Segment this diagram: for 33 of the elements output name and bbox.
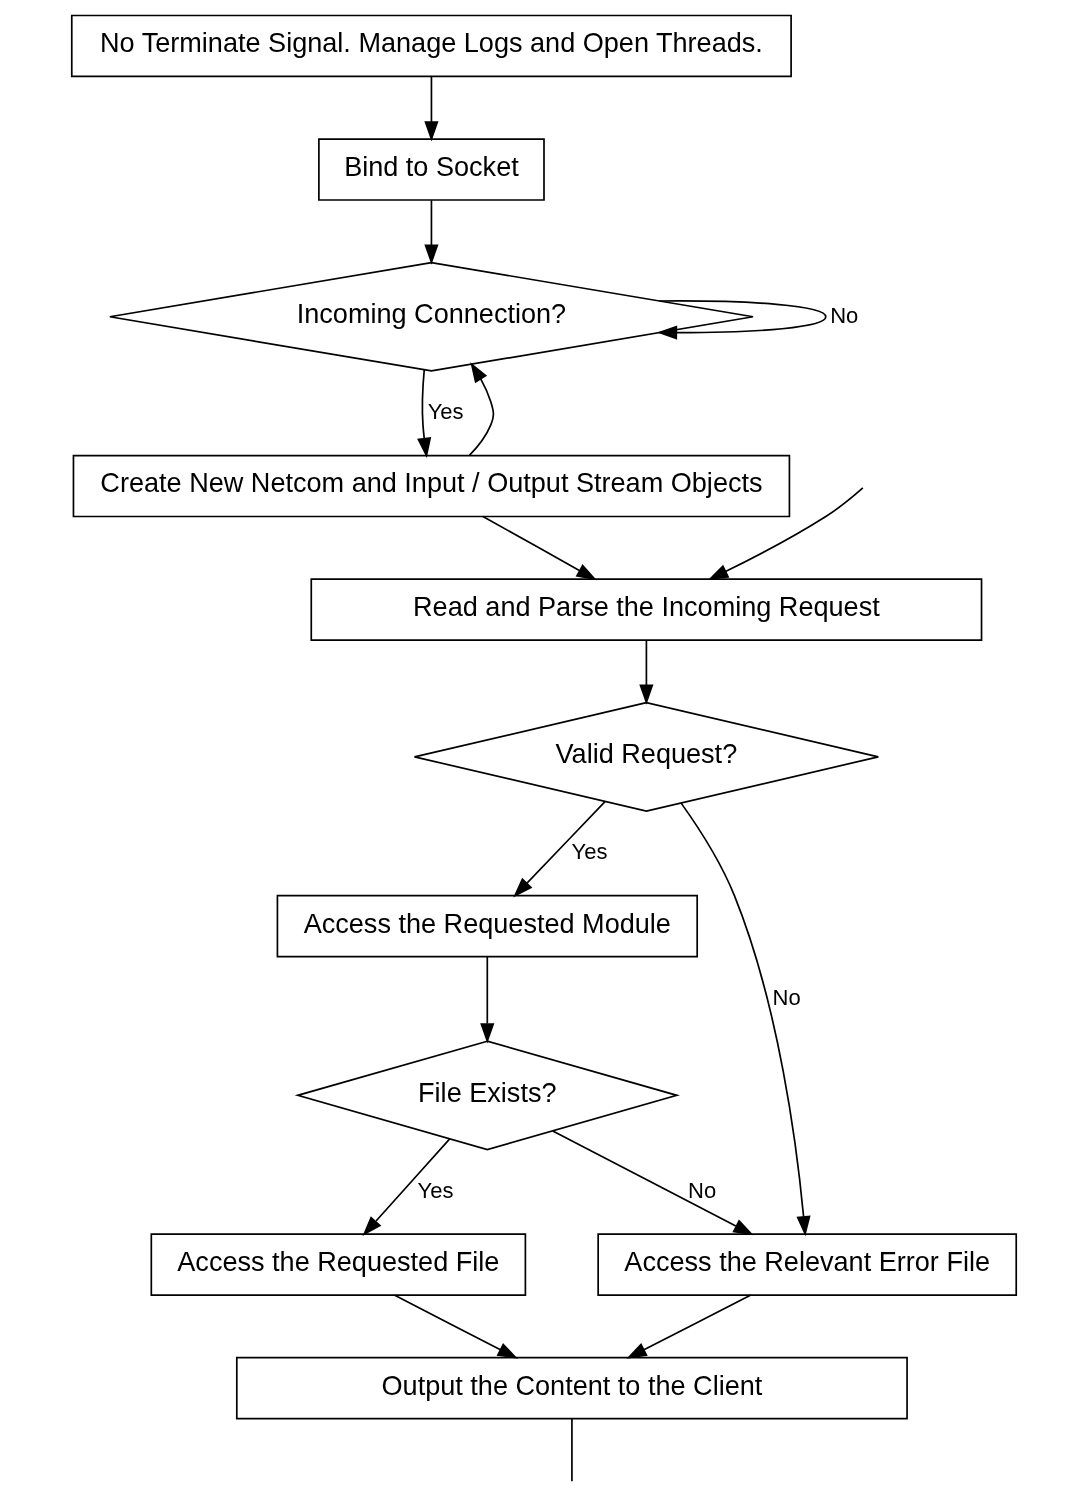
arrow (707, 487, 864, 581)
arrow (423, 75, 439, 142)
arrow (481, 515, 597, 581)
node-box: Bind to Socket (317, 138, 545, 201)
node-box: Access the Requested Module (276, 894, 698, 958)
node-diamond: Incoming Connection? (108, 261, 754, 372)
edge-label: No (772, 984, 801, 1010)
arrow (479, 955, 494, 1044)
arrow (468, 362, 494, 457)
arrow (625, 1294, 752, 1359)
node-box: No Terminate Signal. Manage Logs and Open Threads. (70, 14, 792, 78)
node-box: Access the Requested File (149, 1233, 526, 1296)
arrow (679, 802, 811, 1237)
arrow (638, 639, 654, 705)
arrow (512, 800, 606, 898)
arrow (362, 1138, 451, 1237)
edge-label: No (829, 302, 858, 328)
node-diamond: Valid Request? (413, 701, 879, 812)
node-box: Output the Content to the Client (235, 1356, 908, 1420)
edge-label: Yes (571, 839, 607, 865)
edge-label: No (687, 1177, 716, 1203)
connector (570, 1417, 573, 1483)
node-box: Create New Netcom and Input / Output Stream Objects (72, 454, 790, 518)
arrow (392, 1294, 518, 1359)
arrow (656, 300, 827, 340)
arrow (416, 369, 431, 459)
node-box: Access the Relevant Error File (596, 1233, 1017, 1296)
edge-label: Yes (427, 399, 464, 425)
node-box: Read and Parse the Incoming Request (309, 578, 982, 641)
arrow (423, 199, 439, 265)
arrow (551, 1130, 754, 1236)
edge-label: Yes (417, 1177, 453, 1203)
node-diamond: File Exists? (294, 1040, 680, 1151)
